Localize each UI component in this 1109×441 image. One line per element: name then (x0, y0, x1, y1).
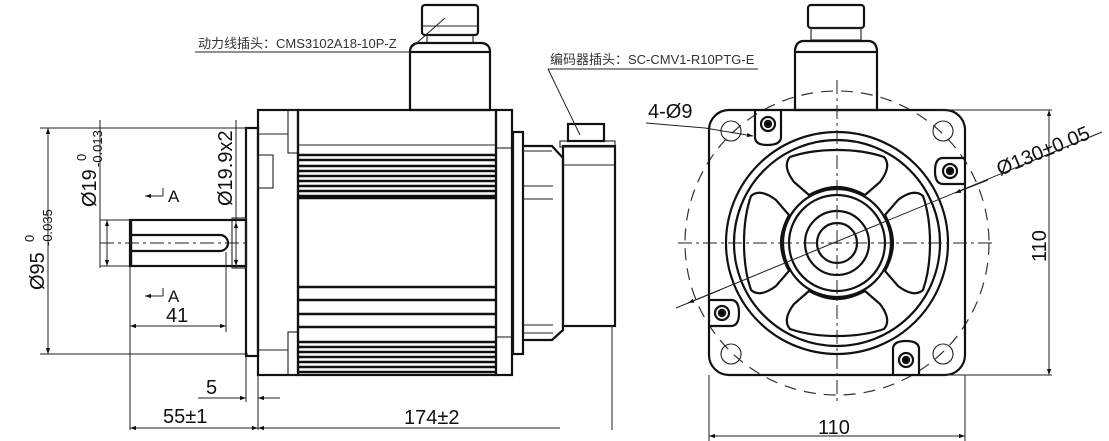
motor-body (296, 108, 498, 377)
body-length-label: 174±2 (404, 407, 459, 429)
side-view (40, 3, 758, 431)
encoder-housing (523, 122, 617, 342)
shaft-length-label: 55±1 (163, 406, 207, 428)
section-label-top: A (168, 187, 180, 206)
cooling-fins-top (298, 153, 496, 200)
rear-end-cap (494, 108, 514, 377)
section-mark-bottom (145, 288, 164, 299)
front-end-cap (256, 108, 300, 377)
shaft (100, 217, 250, 269)
svg-text:Ø130±0.05: Ø130±0.05 (993, 122, 1093, 180)
height-label: 110 (1029, 230, 1051, 262)
bolt-circle-label: Ø130±0.05 (993, 122, 1093, 180)
encoder-connector-note: 编码器插头：SC-CMV1-R10PTG-E (550, 52, 755, 67)
flange-pilot-dimension: Ø95 0 -0.035 (22, 209, 55, 290)
svg-text:0: 0 (22, 235, 37, 242)
svg-text:Ø19.9x2: Ø19.9x2 (215, 130, 237, 206)
key-length-label: 41 (166, 305, 188, 327)
shaft-dia-dimension: Ø19 0 -0.013 (74, 130, 105, 207)
power-connector-note: 动力线插头：CMS3102A18-10P-Z (198, 36, 397, 51)
svg-text:Ø19: Ø19 (79, 169, 101, 207)
svg-text:0: 0 (74, 154, 89, 161)
section-label-bottom: A (168, 287, 180, 306)
mount-holes-label: 4-Ø9 (648, 101, 692, 123)
front-connector (793, 3, 879, 112)
power-connector (408, 3, 492, 112)
screw-bosses (709, 110, 965, 375)
front-flange (244, 126, 260, 358)
front-view (645, 3, 1103, 441)
section-mark-top (145, 188, 164, 199)
mount-holes (720, 120, 954, 365)
svg-text:Ø95: Ø95 (27, 252, 49, 290)
svg-text:-0.035: -0.035 (40, 209, 55, 246)
cooling-fins-bottom (298, 285, 496, 374)
width-label: 110 (818, 417, 850, 439)
flange-thickness-label: 5 (206, 377, 217, 399)
svg-text:110: 110 (1029, 230, 1051, 262)
shaft-step-dimension: Ø19.9x2 (215, 130, 237, 206)
svg-text:-0.013: -0.013 (90, 130, 105, 167)
